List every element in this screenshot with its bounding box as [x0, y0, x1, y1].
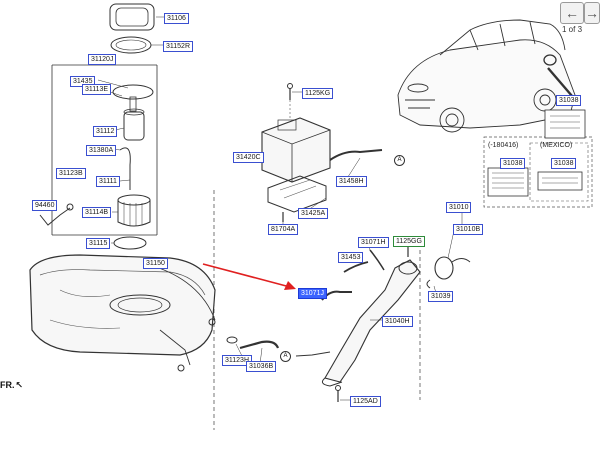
part-label-31453[interactable]: 31453: [338, 252, 364, 263]
arrow-right-icon: →: [585, 5, 599, 21]
part-label-31425a[interactable]: 31425A: [298, 208, 329, 219]
hose-31071h: [369, 249, 385, 271]
part-label-31071j-highlighted[interactable]: 31071J: [298, 288, 327, 299]
canister-31420c: [261, 117, 331, 183]
filter-basket-31114b: [117, 194, 151, 227]
reference-circle-a-lower: A: [280, 351, 291, 362]
front-direction-indicator: FR.↖: [0, 380, 23, 391]
pump-tube-31111: [119, 147, 131, 190]
part-label-31112[interactable]: 31112: [93, 126, 118, 137]
part-label-31071h[interactable]: 31071H: [358, 237, 389, 248]
fuel-pump-31112: [123, 111, 145, 141]
part-label-31036b[interactable]: 31036B: [246, 361, 277, 372]
ring-31115: [113, 236, 147, 250]
hose-31036b: [239, 340, 280, 350]
prev-page-button[interactable]: ←: [560, 2, 584, 24]
part-label-31420c[interactable]: 31420C: [233, 152, 264, 163]
part-label-31111[interactable]: 31111: [96, 176, 120, 187]
fuel-tank-31150: [29, 254, 216, 372]
part-label-31106[interactable]: 31106: [164, 13, 189, 24]
part-label-31113e[interactable]: 31113E: [82, 84, 112, 95]
note-mexico: (MEXICO): [540, 142, 573, 149]
part-label-1125kg[interactable]: 1125KG: [302, 88, 334, 99]
pump-flange: [112, 84, 154, 100]
part-label-31038-top[interactable]: 31038: [556, 95, 582, 106]
filler-neck-31040h: [321, 259, 421, 387]
ring-31152r: [110, 36, 152, 54]
filler-door-31039: [426, 279, 431, 289]
part-label-31038-left[interactable]: 31038: [500, 158, 526, 169]
reference-circle-a-upper: A: [394, 155, 405, 166]
part-label-31150[interactable]: 31150: [143, 258, 168, 269]
part-label-31040h[interactable]: 31040H: [382, 316, 413, 327]
arrow-left-icon: ←: [565, 5, 579, 21]
part-label-31380a[interactable]: 31380A: [86, 145, 117, 156]
next-page-button[interactable]: →: [584, 2, 600, 24]
part-label-31123b[interactable]: 31123B: [56, 168, 86, 179]
part-label-31152r[interactable]: 31152R: [163, 41, 194, 52]
front-label: FR.: [0, 380, 15, 390]
part-label-31115[interactable]: 31115: [86, 238, 111, 249]
sensor-94460: [39, 207, 71, 226]
part-label-31120j[interactable]: 31120J: [88, 54, 117, 65]
red-pointer-arrow: [202, 263, 296, 290]
hose-31453: [343, 261, 369, 273]
part-label-31114b[interactable]: 31114B: [82, 207, 112, 218]
part-label-94460[interactable]: 94460: [32, 200, 58, 211]
part-label-31123h[interactable]: 31123H: [222, 355, 253, 366]
part-label-31458h[interactable]: 31458H: [336, 176, 367, 187]
part-label-31038-mexico[interactable]: 31038: [551, 158, 577, 169]
vapor-hose-31458h: [329, 149, 383, 161]
part-label-1125ad[interactable]: 1125AD: [350, 396, 381, 407]
part-label-31010b[interactable]: 31010B: [453, 224, 484, 235]
gasket-plate-31106: [109, 3, 155, 31]
part-label-31039[interactable]: 31039: [428, 291, 454, 302]
clamp-31123h: [226, 336, 238, 344]
part-label-81704a[interactable]: 81704A: [268, 224, 299, 235]
note-180416: (-180416): [488, 142, 519, 149]
vent-tube: [295, 351, 331, 357]
fuel-cap-31010: [434, 256, 471, 280]
page-indicator: 1 of 3: [562, 25, 583, 34]
part-label-31010[interactable]: 31010: [446, 202, 472, 213]
decal-panel: [483, 109, 593, 208]
part-label-1125gg[interactable]: 1125GG: [393, 236, 425, 247]
arrow-up-left-icon: ↖: [15, 380, 24, 390]
bracket-31425a: [267, 175, 327, 213]
